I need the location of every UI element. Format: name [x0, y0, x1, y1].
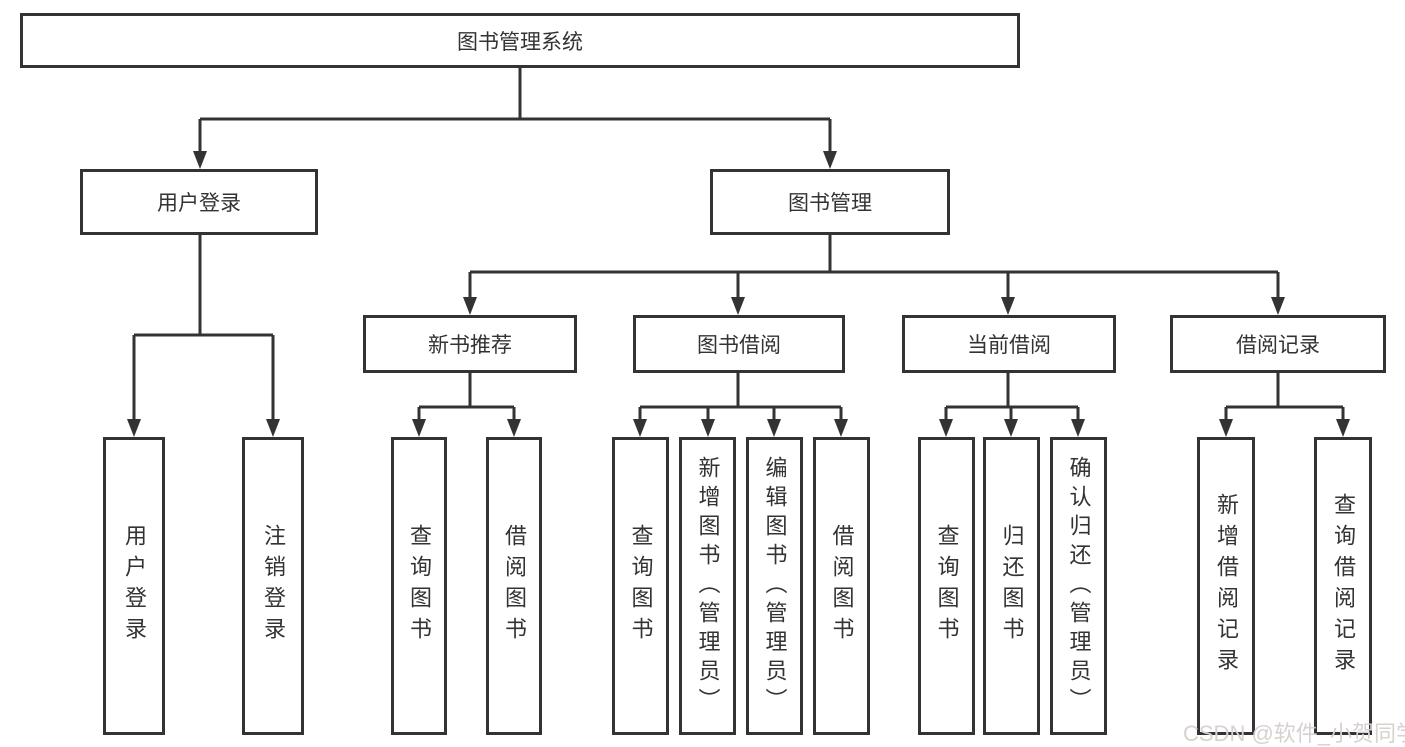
leaf-label: 查询借阅记录: [1331, 493, 1356, 679]
leaf-label: 用户登录: [122, 524, 147, 648]
leaf-query-borrow-record: 查询借阅记录: [1314, 437, 1372, 735]
leaf-edit-books-admin: 编辑图书（管理员）: [746, 437, 803, 735]
leaf-return-books: 归还图书: [983, 437, 1040, 735]
leaf-logout: 注销登录: [242, 437, 304, 735]
leaf-add-borrow-record: 新增借阅记录: [1197, 437, 1255, 735]
node-book-management: 图书管理: [710, 169, 950, 235]
leaf-borrow-books-2: 借阅图书: [813, 437, 870, 735]
leaf-confirm-return-admin: 确认归还（管理员）: [1050, 437, 1107, 735]
leaf-user-login: 用户登录: [103, 437, 165, 735]
leaf-query-books-2: 查询图书: [612, 437, 669, 735]
node-borrowing-records: 借阅记录: [1170, 315, 1386, 373]
node-book-borrowing: 图书借阅: [633, 315, 845, 373]
leaf-add-books-admin: 新增图书（管理员）: [679, 437, 736, 735]
node-library-management-system: 图书管理系统: [20, 13, 1020, 68]
leaf-label: 归还图书: [999, 524, 1025, 648]
leaf-label: 查询图书: [628, 524, 654, 648]
leaf-label: 查询图书: [934, 524, 960, 648]
leaf-label: 借阅图书: [502, 524, 527, 648]
leaf-borrow-books-1: 借阅图书: [486, 437, 542, 735]
leaf-label: 注销登录: [261, 524, 286, 648]
arrowhead-icons: [127, 151, 1350, 437]
leaf-label: 确认归还（管理员）: [1066, 455, 1092, 717]
node-new-book-recommendation: 新书推荐: [363, 315, 577, 373]
leaf-label: 借阅图书: [829, 524, 855, 648]
leaf-query-books-3: 查询图书: [918, 437, 975, 735]
node-current-borrowing: 当前借阅: [902, 315, 1116, 373]
leaf-label: 新增借阅记录: [1214, 493, 1239, 679]
leaf-label: 编辑图书（管理员）: [762, 455, 788, 717]
leaf-label: 新增图书（管理员）: [695, 455, 721, 717]
leaf-label: 查询图书: [407, 524, 432, 648]
csdn-watermark: CSDN @软件_小贺同学: [1183, 721, 1405, 746]
leaf-query-books-1: 查询图书: [391, 437, 447, 735]
node-user-login: 用户登录: [80, 169, 318, 235]
